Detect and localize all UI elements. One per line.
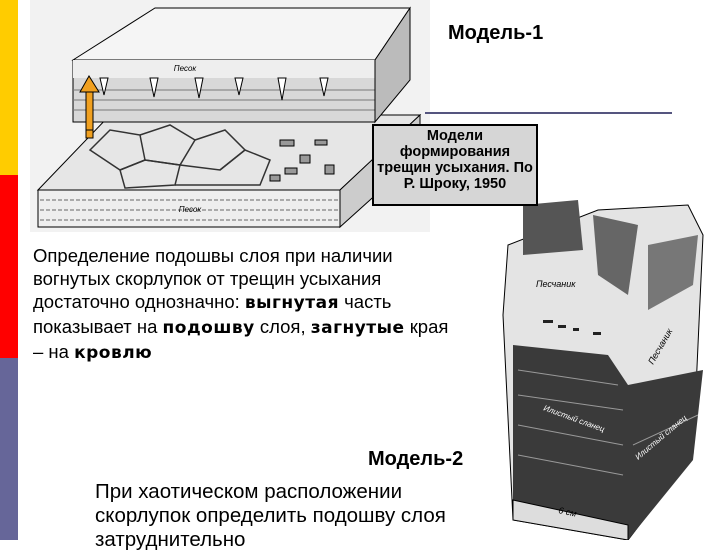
figure1-label-sand-bottom: Песок <box>179 205 203 214</box>
model-2-title: Модель-2 <box>368 448 464 470</box>
paragraph-model-1: Определение подошвы слоя при наличии вог… <box>33 244 453 365</box>
bold-text: подошву <box>162 318 255 338</box>
divider-line <box>425 112 672 114</box>
bold-text: загнутые <box>310 318 405 338</box>
accent-stripe-purple <box>0 358 18 540</box>
figure2-scale-label: 6 см <box>558 505 578 519</box>
model-1-title: Модель-1 <box>448 22 544 44</box>
figure-caption: Модели формирования трещин усыхания. По … <box>372 124 538 206</box>
text: слоя, <box>254 316 311 337</box>
bold-text: кровлю <box>74 343 153 363</box>
bold-text: выгнутая <box>244 293 339 313</box>
desiccation-cracks-block-diagram: Песок Песок <box>30 0 430 232</box>
text: края – на <box>33 316 449 362</box>
sandstone-shale-block-diagram: Песчаник Песчаник Илистый сланец Илистый… <box>502 200 704 540</box>
up-arrow-icon <box>79 75 100 139</box>
figure1-label-sand-top: Песок <box>174 64 198 73</box>
figure2-label-sandstone-1: Песчаник <box>536 279 576 289</box>
paragraph-model-2: При хаотическом расположении скорлупок о… <box>95 480 446 551</box>
text: Определение подошвы слоя при наличии вог… <box>33 245 393 312</box>
accent-stripe-red <box>0 175 18 358</box>
accent-stripe-yellow <box>0 0 18 175</box>
text: часть показывает на <box>33 291 392 337</box>
